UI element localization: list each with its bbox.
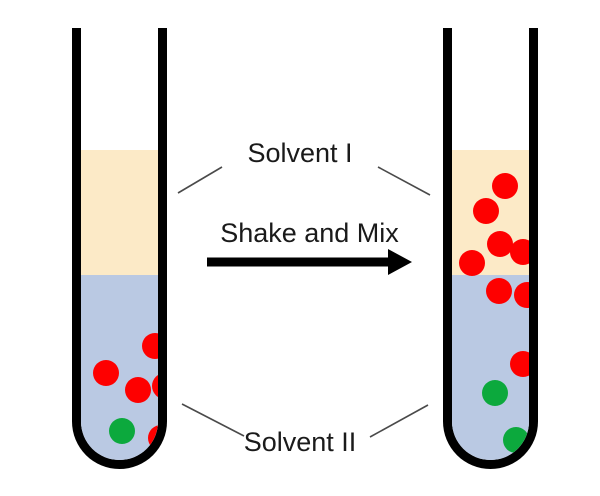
- left-test-tube: [72, 28, 167, 469]
- solute-particle-red: [492, 173, 518, 199]
- solute-particle-red: [459, 250, 485, 276]
- solute-particle-red: [152, 373, 158, 399]
- solute-particle-red: [473, 198, 499, 224]
- solute-particle-red: [510, 239, 529, 265]
- left-tube-solvent-i-layer: [81, 150, 158, 275]
- solute-particle-green: [503, 427, 529, 453]
- solute-particle-red: [142, 333, 158, 359]
- solute-particle-red: [487, 231, 513, 257]
- right-test-tube: [443, 28, 538, 469]
- solvent-ii-label: Solvent II: [243, 427, 357, 457]
- solute-particle-green: [109, 418, 135, 444]
- shake-and-mix-label: Shake and Mix: [220, 218, 399, 248]
- solute-particle-red: [125, 377, 151, 403]
- solute-particle-red: [93, 360, 119, 386]
- solute-particle-red: [148, 425, 158, 451]
- solute-particle-green: [137, 458, 158, 460]
- solute-particle-red: [486, 278, 512, 304]
- solute-particle-red: [510, 351, 529, 377]
- solvent-i-label: Solvent I: [247, 138, 353, 168]
- solute-particle-red: [514, 282, 529, 308]
- solute-particle-green: [482, 380, 508, 406]
